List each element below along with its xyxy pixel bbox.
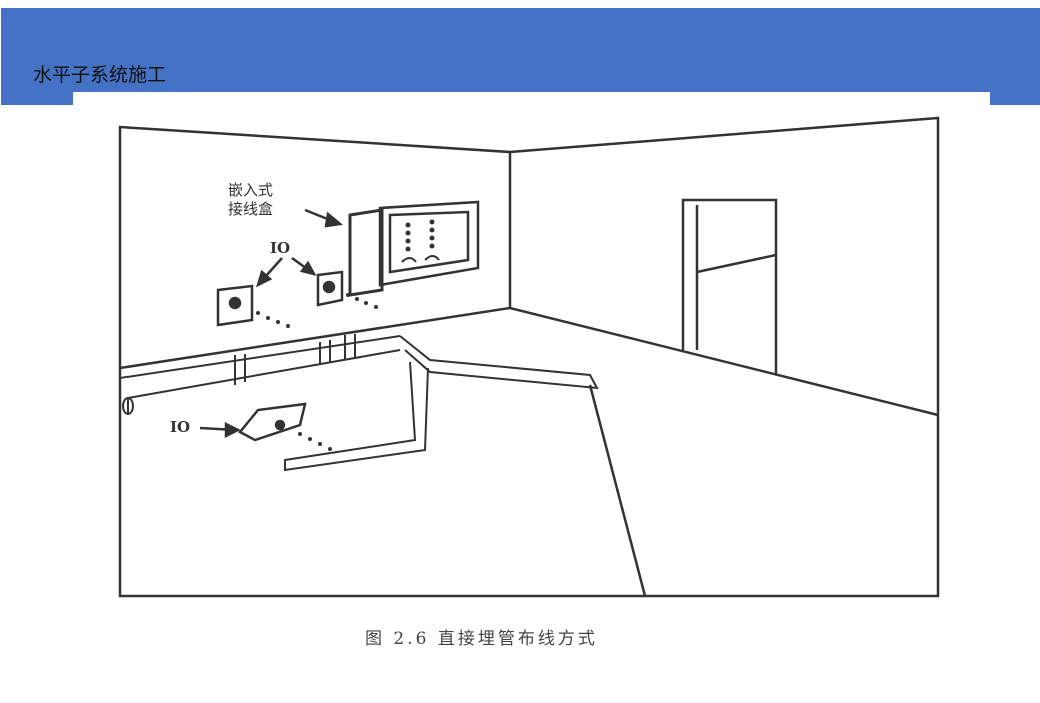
slide-title: 水平子系统施工 <box>33 64 167 86</box>
door <box>681 198 778 375</box>
conduits <box>119 334 599 472</box>
wall-outlet <box>316 270 378 309</box>
io-label-wall: IO <box>270 239 290 257</box>
figure-area <box>73 92 990 652</box>
junction-box-label-line1: 嵌入式 <box>228 181 273 199</box>
floor-outlet <box>238 402 332 451</box>
floor-edge <box>588 384 647 597</box>
wall-outlet <box>216 284 290 328</box>
io-label-floor: IO <box>170 418 190 436</box>
embedded-junction-box <box>348 200 480 297</box>
slide-header-bar: 水平子系统施工 <box>1 8 1040 105</box>
wall-corner <box>119 152 939 417</box>
room-outline <box>118 116 940 598</box>
figure-caption: 图 2.6 直接埋管布线方式 <box>365 629 598 649</box>
junction-box-label-line2: 接线盒 <box>228 200 273 218</box>
arrows <box>199 208 343 439</box>
